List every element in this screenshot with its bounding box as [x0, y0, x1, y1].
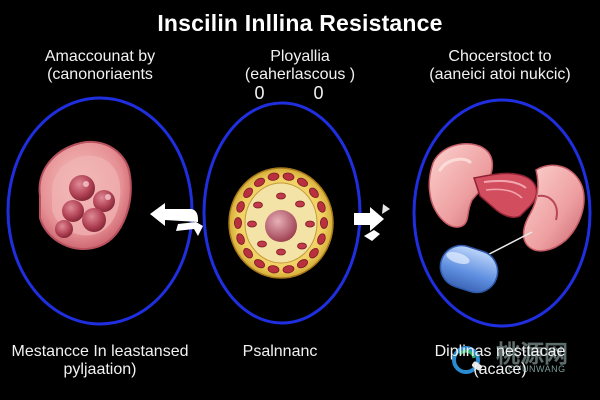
granule [243, 187, 253, 199]
right-ring [412, 98, 592, 328]
left-cell-illustration [38, 140, 132, 251]
granule [297, 259, 308, 269]
granule [236, 201, 245, 213]
granule [233, 217, 242, 229]
granule [297, 242, 307, 250]
top-label-right-line1: Chocerstoct to [448, 48, 552, 65]
bottom-label-center-line1: Psalnnanc [242, 343, 318, 360]
granule [295, 200, 305, 208]
granule [253, 201, 263, 209]
bottom-label-left-line1: Mestancce In leastansed [11, 343, 189, 360]
center-cell-illustration [228, 167, 334, 279]
granule [267, 265, 280, 274]
granule [267, 172, 280, 181]
granule [254, 177, 265, 187]
left-exchange-arrow-icon [150, 203, 203, 236]
granule [282, 265, 295, 274]
right-tissue-illustration [428, 143, 585, 252]
bottom-label-left: Mestancce In leastansed pyljaation) [0, 343, 200, 379]
granule [320, 217, 329, 229]
granule [309, 187, 319, 199]
granule [276, 248, 286, 256]
top-label-left-line2: (canonoriaents [47, 66, 153, 83]
granule [257, 240, 267, 248]
top-label-left: Amaccounat by (canonoriaents [0, 48, 200, 84]
bottom-label-right-line2: (acace) [473, 361, 527, 378]
granule [276, 192, 286, 200]
top-label-center-line3: 0 0 [254, 83, 346, 103]
granule [317, 233, 326, 245]
bottom-label-center: Psalnnanc [195, 343, 365, 361]
granule [282, 172, 295, 181]
granule [247, 220, 257, 228]
granule [297, 177, 308, 187]
watermark-latin-text: GYUNWANG [508, 364, 566, 374]
diagram-title: Inscilin Inllina Resistance [157, 10, 443, 36]
granule [243, 247, 253, 259]
bottom-label-right: Diplinas nesttacae (acace) [400, 343, 600, 379]
right-exchange-arrow-icon [354, 204, 390, 241]
top-label-right: Chocerstoct to (aaneici atoi nukcic) [400, 48, 600, 84]
granule [309, 247, 319, 259]
watermark-logo-icon [452, 346, 483, 374]
top-label-center-line1: Ployallia [270, 48, 330, 65]
top-label-center-line2: (eaherlascous ) [244, 66, 356, 83]
top-label-right-line2: (aaneici atoi nukcic) [429, 66, 571, 83]
bottom-label-right-line1: Diplinas nesttacae [434, 343, 566, 360]
top-label-center: Ployallia (eaherlascous ) 0 0 [195, 48, 405, 102]
blue-capsule-illustration [439, 244, 499, 294]
bottom-label-left-line2: pyljaation) [63, 361, 137, 378]
granule [254, 259, 265, 269]
granule [305, 220, 315, 228]
watermark-chinese-text: 桃源网 [496, 341, 568, 368]
top-label-left-line1: Amaccounat by [44, 48, 156, 65]
granule [236, 233, 245, 245]
granule [317, 201, 326, 213]
